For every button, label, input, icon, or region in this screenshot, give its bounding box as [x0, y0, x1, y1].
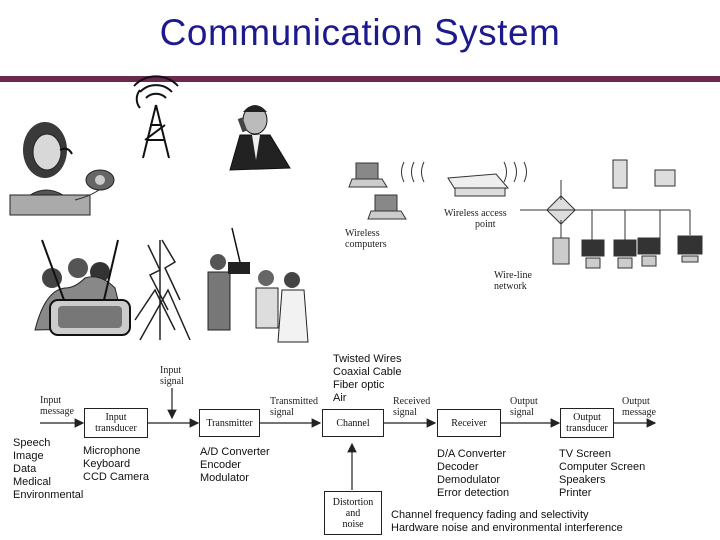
man-on-phone-icon	[229, 105, 291, 171]
receiver-box: Receiver	[437, 409, 501, 437]
lightning-broadcast-icon	[134, 239, 191, 341]
woman-on-phone-icon	[9, 122, 115, 216]
impairments-list: Channel frequency fading and selectivity…	[391, 509, 623, 534]
channel-box: Channel	[322, 409, 384, 437]
family-watching-tv-icon	[34, 239, 131, 336]
tv-crew-icon	[207, 227, 309, 343]
transmitter-box: Transmitter	[199, 409, 260, 437]
radio-tower-icon	[133, 75, 179, 159]
title-divider	[0, 76, 720, 82]
wireless-network-icon	[348, 159, 703, 269]
page-title: Communication System	[159, 12, 561, 53]
